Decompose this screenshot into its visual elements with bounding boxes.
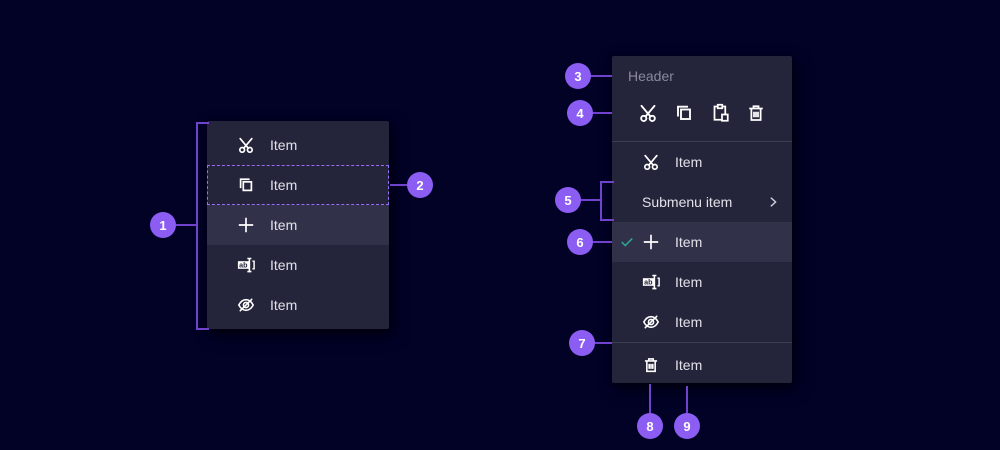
menu-item-rename[interactable]: ab Item xyxy=(612,262,792,302)
scissors-icon xyxy=(643,154,659,171)
scissors-icon[interactable] xyxy=(638,103,658,123)
chevron-right-icon xyxy=(770,197,777,207)
context-menu-full: Header xyxy=(612,56,792,383)
annotation-line-3 xyxy=(589,75,612,77)
menu-item-label: Item xyxy=(675,234,703,250)
paste-icon[interactable] xyxy=(710,103,730,123)
annotation-badge-8: 8 xyxy=(637,413,663,439)
menu-item-add-checked[interactable]: Item xyxy=(612,222,792,262)
menu-item-label: Item xyxy=(675,154,703,170)
eye-slash-icon xyxy=(237,298,255,312)
menu-item-label: Item xyxy=(270,297,298,313)
annotation-badge-1: 1 xyxy=(150,212,176,238)
menu-header: Header xyxy=(628,68,674,84)
menu-item-cut[interactable]: Item xyxy=(612,142,792,182)
svg-text:ab: ab xyxy=(644,277,653,286)
menu-divider xyxy=(612,342,792,343)
annotation-badge-5: 5 xyxy=(555,187,581,213)
annotation-badge-3: 3 xyxy=(565,63,591,89)
checkmark-icon xyxy=(621,238,633,247)
annotation-line-8 xyxy=(649,384,651,413)
annotation-badge-2: 2 xyxy=(407,172,433,198)
annotation-badge-9: 9 xyxy=(674,413,700,439)
svg-text:ab: ab xyxy=(239,260,248,269)
annotation-line-1 xyxy=(176,224,196,226)
annotation-line-7 xyxy=(593,342,612,344)
menu-item-label: Submenu item xyxy=(642,194,733,210)
scissors-icon xyxy=(238,137,254,154)
menu-item-hide[interactable]: Item xyxy=(207,285,389,325)
menu-item-copy-focused[interactable]: Item xyxy=(207,165,389,205)
annotation-badge-6: 6 xyxy=(567,229,593,255)
menu-item-hide[interactable]: Item xyxy=(612,302,792,342)
copy-icon[interactable] xyxy=(674,103,694,123)
annotation-line-4 xyxy=(591,112,612,114)
menu-item-label: Item xyxy=(270,137,298,153)
copy-icon xyxy=(239,178,253,192)
menu-item-label: Item xyxy=(675,356,703,373)
annotation-line-6 xyxy=(591,241,612,243)
menu-item-add-highlighted[interactable]: Item xyxy=(207,205,389,245)
menu-item-label: Item xyxy=(675,314,703,330)
plus-icon xyxy=(238,217,254,233)
menu-divider xyxy=(612,141,792,142)
annotation-badge-7: 7 xyxy=(569,330,595,356)
annotation-line-5 xyxy=(579,199,600,201)
menu-item-rename[interactable]: ab Item xyxy=(207,245,389,285)
annotation-bracket-1 xyxy=(196,122,209,330)
menu-item-label: Item xyxy=(270,177,298,193)
annotation-badge-4: 4 xyxy=(567,100,593,126)
menu-icon-toolbar xyxy=(612,86,792,141)
annotation-bracket-5 xyxy=(600,181,614,221)
menu-item-label: Item xyxy=(675,274,703,290)
rename-icon: ab xyxy=(237,257,255,273)
context-menu-simple: Item Item Item ab Item xyxy=(207,121,389,329)
rename-icon: ab xyxy=(642,274,660,290)
menu-item-delete[interactable]: Item xyxy=(612,343,792,383)
trash-icon xyxy=(644,357,658,372)
menu-item-cut[interactable]: Item xyxy=(207,125,389,165)
menu-item-submenu[interactable]: Submenu item xyxy=(612,182,792,222)
menu-item-label: Item xyxy=(270,217,298,233)
menu-item-label: Item xyxy=(270,257,298,273)
plus-icon xyxy=(643,234,659,250)
annotation-line-9 xyxy=(686,386,688,413)
eye-slash-icon xyxy=(642,315,660,329)
annotation-line-2 xyxy=(390,184,407,186)
trash-icon[interactable] xyxy=(746,103,766,123)
